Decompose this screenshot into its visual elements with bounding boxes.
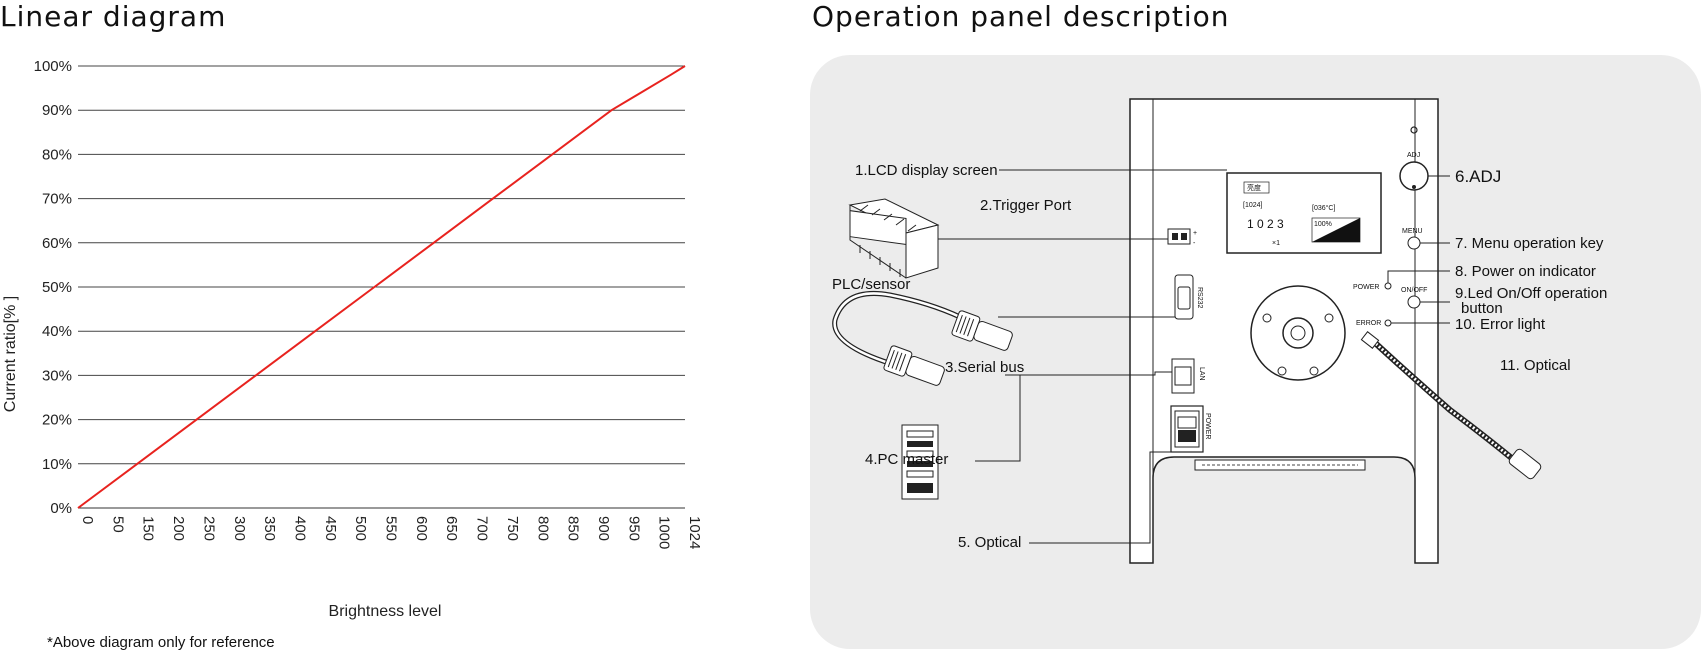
label-adj: 6.ADJ — [1455, 167, 1501, 186]
series-line — [77, 65, 686, 509]
x-tick-label: 950 — [625, 516, 642, 541]
leader-lines — [938, 169, 1450, 544]
y-tick-label: 20% — [42, 412, 72, 429]
chart-title: Linear diagram — [0, 0, 227, 33]
power-indicator — [1384, 282, 1392, 290]
x-axis-label: Brightness level — [329, 603, 442, 620]
x-tick-label: 0 — [79, 516, 96, 524]
y-tick-label: 50% — [42, 279, 72, 296]
y-tick-label: 80% — [42, 146, 72, 163]
x-tick-label: 450 — [322, 516, 339, 541]
label-plc-sensor: PLC/sensor — [832, 276, 910, 293]
lcd-bracket: [1024] — [1243, 202, 1263, 209]
plc-sensor-cable — [832, 290, 1013, 386]
y-axis-label: Current ratio[% ] — [2, 296, 19, 412]
y-tick-label: 100% — [34, 58, 72, 75]
x-tick-label: 200 — [170, 516, 187, 541]
label-lcd: 1.LCD display screen — [855, 162, 998, 179]
trigger-minus: - — [1193, 240, 1196, 247]
label-pc-master: 4.PC master — [865, 451, 948, 468]
lcd-percent: 100% — [1314, 221, 1332, 228]
y-tick-label: 90% — [42, 102, 72, 119]
x-tick-label: 500 — [352, 516, 369, 541]
label-error-light: 10. Error light — [1455, 316, 1546, 333]
onoff-button[interactable] — [1407, 295, 1421, 309]
y-tick-label: 10% — [42, 456, 72, 473]
lcd-display-screen: 亮度 [1024] 1 0 2 3 ×1 [036°C] 100% — [1226, 172, 1382, 254]
rs232-label: RS232 — [1196, 287, 1203, 309]
onoff-device-label: ON/OFF — [1401, 287, 1427, 294]
label-onoff-line2: button — [1461, 300, 1503, 317]
label-menu-key: 7. Menu operation key — [1455, 235, 1604, 252]
panel-diagram: 亮度 [1024] 1 0 2 3 ×1 [036°C] 100% ADJ ME… — [832, 98, 1607, 564]
label-onoff-line1: 9.Led On/Off operation — [1455, 285, 1607, 302]
x-tick-label: 300 — [231, 516, 248, 541]
power-switch[interactable]: POWER — [1170, 405, 1211, 453]
x-tick-label: 850 — [565, 516, 582, 541]
menu-device-label: MENU — [1402, 228, 1423, 235]
x-tick-label: 350 — [261, 516, 278, 541]
x-tick-label: 150 — [140, 516, 157, 541]
chart-grid — [78, 65, 685, 509]
x-tick-label: 1000 — [656, 516, 673, 549]
indicator-dot — [1410, 126, 1418, 134]
lcd-tag: 亮度 — [1247, 183, 1261, 192]
x-tick-label: 250 — [200, 516, 217, 541]
y-tick-label: 0% — [50, 500, 72, 517]
y-tick-label: 30% — [42, 367, 72, 384]
x-tick-label: 400 — [291, 516, 308, 541]
power-switch-label: POWER — [1204, 413, 1211, 439]
reference-note: *Above diagram only for reference — [47, 634, 275, 651]
x-tick-label: 50 — [109, 516, 126, 533]
x-tick-label: 600 — [413, 516, 430, 541]
linear-chart: 0% 10% 20% 30% 40% 50% 60% 70% 80% 90% 100% 0 50 150… — [2, 58, 703, 620]
x-tick-label: 800 — [534, 516, 551, 541]
trigger-terminal-block — [848, 198, 940, 279]
pc-master-tower — [901, 424, 939, 500]
trigger-plus: + — [1193, 230, 1197, 237]
label-serial-bus: 3.Serial bus — [945, 359, 1024, 376]
lcd-value: 1 0 2 3 — [1247, 217, 1284, 231]
label-optical-11: 11. Optical — [1500, 357, 1571, 374]
x-ticks: 0 50 150 200 250 300 350 400 450 500 550 600 650 700 7… — [79, 516, 703, 549]
y-tick-label: 60% — [42, 235, 72, 252]
x-tick-label: 650 — [443, 516, 460, 541]
x-tick-label: 1024 — [686, 516, 703, 549]
y-tick-label: 70% — [42, 191, 72, 208]
lan-port: LAN — [1171, 358, 1205, 394]
lcd-temperature: [036°C] — [1312, 204, 1335, 212]
adj-device-label: ADJ — [1407, 152, 1420, 159]
label-optical-5: 5. Optical — [958, 534, 1021, 551]
menu-button[interactable] — [1407, 236, 1421, 250]
label-power-indicator: 8. Power on indicator — [1455, 263, 1596, 280]
x-tick-label: 700 — [474, 516, 491, 541]
lan-label: LAN — [1198, 367, 1205, 381]
rs232-port: RS232 — [1174, 274, 1203, 320]
x-tick-label: 750 — [504, 516, 521, 541]
error-light — [1384, 319, 1392, 327]
optical-fiber — [1360, 331, 1542, 480]
x-tick-label: 550 — [383, 516, 400, 541]
label-trigger-port: 2.Trigger Port — [980, 197, 1072, 214]
y-tick-label: 40% — [42, 323, 72, 340]
panel-title: Operation panel description — [812, 0, 1230, 33]
trigger-port-terminal: + - — [1167, 228, 1197, 247]
lcd-multiplier: ×1 — [1272, 240, 1280, 247]
power-device-label: POWER — [1353, 284, 1379, 291]
x-tick-label: 900 — [595, 516, 612, 541]
y-ticks: 0% 10% 20% 30% 40% 50% 60% 70% 80% 90% 100% — [34, 58, 72, 517]
optical-port — [1250, 285, 1346, 381]
error-device-label: ERROR — [1356, 320, 1381, 327]
